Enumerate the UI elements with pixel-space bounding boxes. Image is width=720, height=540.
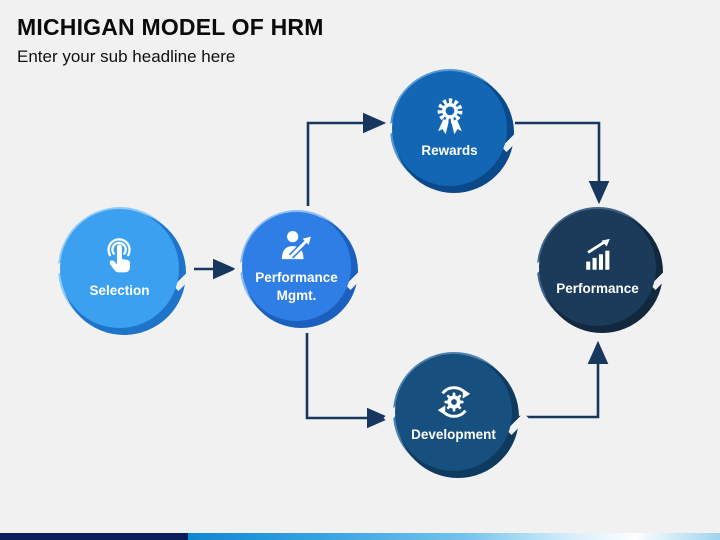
bar-chart-growth-icon xyxy=(585,239,610,270)
node-performance: Performance xyxy=(527,207,673,333)
award-ribbon-icon xyxy=(437,98,462,135)
node-label: Performance Mgmt. xyxy=(255,269,338,304)
footer-bar-right xyxy=(188,533,720,540)
node-label: Performance xyxy=(556,281,639,297)
node-label: Selection xyxy=(89,283,150,299)
arrow-rewards-to-performance xyxy=(515,121,610,205)
node-label-line1: Performance xyxy=(255,270,338,286)
page-title: MICHIGAN MODEL OF HRM xyxy=(17,14,324,40)
node-rewards: Rewards xyxy=(380,69,524,193)
node-selection: Selection xyxy=(48,207,196,335)
node-performance-mgmt: Performance Mgmt. xyxy=(230,210,368,328)
node-body: Rewards xyxy=(392,71,507,186)
node-body: Selection xyxy=(60,209,179,328)
node-label-line2: Mgmt. xyxy=(276,288,317,303)
person-growth-icon xyxy=(281,231,311,260)
node-label: Rewards xyxy=(421,143,478,159)
arrow-development-to-performance xyxy=(519,340,609,419)
arrow-perfmgmt-to-rewards xyxy=(306,112,387,206)
gear-cycle-icon xyxy=(437,386,470,418)
node-body: Development xyxy=(395,354,512,471)
page-subtitle: Enter your sub headline here xyxy=(17,47,236,66)
tap-icon xyxy=(106,238,131,273)
node-body: Performance Mgmt. xyxy=(242,212,351,321)
node-label: Development xyxy=(411,427,496,443)
arrow-perfmgmt-to-development xyxy=(305,333,391,429)
footer-bar-left xyxy=(0,533,188,540)
node-body: Performance xyxy=(539,209,656,326)
node-development: Development xyxy=(383,352,529,478)
footer-accent-bar xyxy=(0,533,720,540)
